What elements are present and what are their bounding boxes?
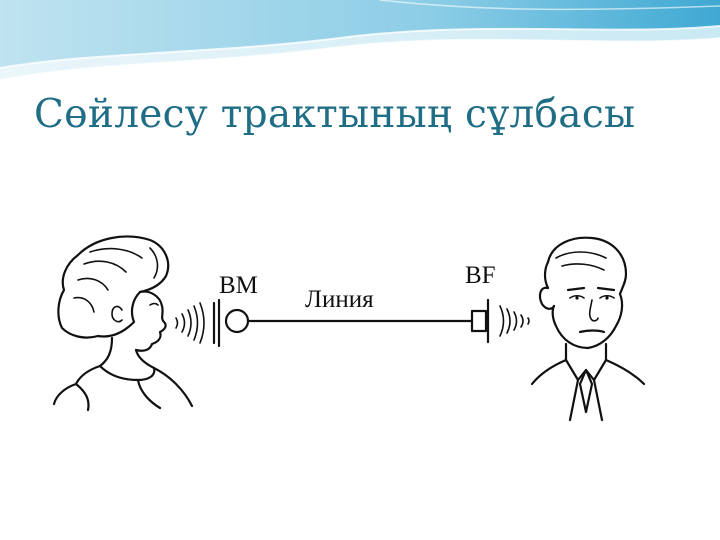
- microphone-icon: [212, 298, 250, 348]
- sound-waves-right-icon: [499, 305, 530, 337]
- slide-title: Сөйлесу трактының сұлбасы: [34, 92, 636, 137]
- earphone-icon: [470, 298, 490, 344]
- microphone-label: BM: [219, 272, 258, 299]
- sound-waves-left-icon: [175, 302, 205, 344]
- line-label: Линия: [305, 286, 374, 313]
- header-wave-decoration: [0, 0, 720, 81]
- woman-figure: [52, 235, 194, 412]
- earphone-label: BF: [465, 262, 496, 289]
- man-figure: [530, 236, 646, 422]
